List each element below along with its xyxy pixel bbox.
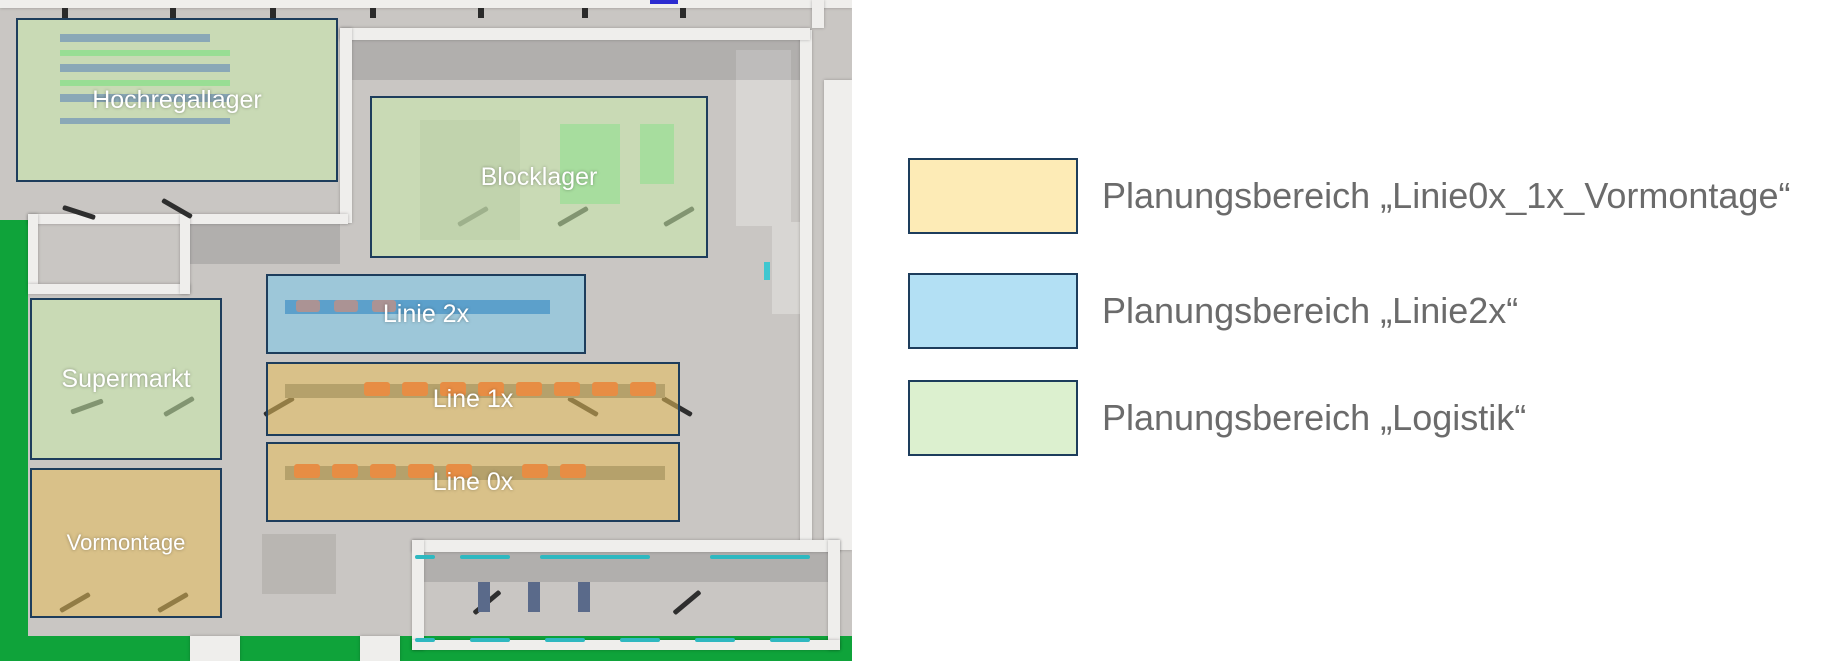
legend-label-logistik: Planungsbereich „Logistik“ [1102,397,1527,438]
column [62,8,68,18]
zone-label-line-1x: Line 1x [432,384,514,413]
wall [28,214,38,284]
shadow [352,40,800,80]
factory-floor-plan: Hochregallager Blocklager Linie 2x Line … [0,0,852,661]
column [170,8,176,18]
wall [190,636,240,661]
light-strip [545,638,585,642]
beam [672,589,702,616]
door [650,0,678,4]
workstation [528,582,540,612]
workstation [578,582,590,612]
column [270,8,276,18]
wall [360,636,400,661]
column [370,8,376,18]
zone-label-vormontage: Vormontage [66,530,186,555]
zone-label-hochregallager: Hochregallager [92,85,262,114]
light-strip [695,638,735,642]
wall [28,284,190,294]
light-strip [415,638,435,642]
light-strip [620,638,660,642]
light-strip [770,638,810,642]
column [582,8,588,18]
floor-patch [772,222,804,314]
zone-label-line-0x: Line 0x [432,467,514,496]
legend-item-logistik: Planungsbereich „Logistik“ [908,380,1526,456]
column [478,8,484,18]
legend-swatch-vormontage [908,158,1078,234]
display-panel [764,262,770,280]
light-strip [415,555,435,559]
wall [412,640,840,650]
light-strip [540,555,650,559]
light-strip [460,555,510,559]
wall [824,80,852,550]
zone-supermarkt: Supermarkt [30,298,222,460]
zone-vormontage: Vormontage [30,468,222,618]
zone-line-1x: Line 1x [266,362,680,436]
equipment [262,534,336,594]
wall [828,540,840,650]
zone-label-blocklager: Blocklager [480,162,598,191]
wall [800,30,812,550]
wall [0,0,852,8]
zone-label-linie-2x: Linie 2x [382,299,470,328]
shadow [190,224,340,264]
legend-label-vormontage: Planungsbereich „Linie0x_1x_Vormontage“ [1102,175,1791,216]
floor-patch [736,50,791,226]
wall [412,540,424,650]
wall [812,0,824,28]
workstation [478,582,490,612]
wall [412,540,840,552]
zone-line-0x: Line 0x [266,442,680,522]
legend-swatch-linie2x [908,273,1078,349]
light-strip [470,638,510,642]
legend-label-linie2x: Planungsbereich „Linie2x“ [1102,290,1519,331]
wall [180,214,190,294]
column [680,8,686,18]
zone-hochregallager: Hochregallager [16,18,338,182]
legend-item-linie2x: Planungsbereich „Linie2x“ [908,273,1518,349]
wall [340,28,810,40]
light-strip [710,555,810,559]
zone-blocklager: Blocklager [370,96,708,258]
grass-area-left [0,220,28,661]
wall [340,28,352,223]
zone-label-supermarkt: Supermarkt [61,364,191,393]
legend-swatch-logistik [908,380,1078,456]
legend-item-vormontage: Planungsbereich „Linie0x_1x_Vormontage“ [908,158,1790,234]
zone-linie-2x: Linie 2x [266,274,586,354]
